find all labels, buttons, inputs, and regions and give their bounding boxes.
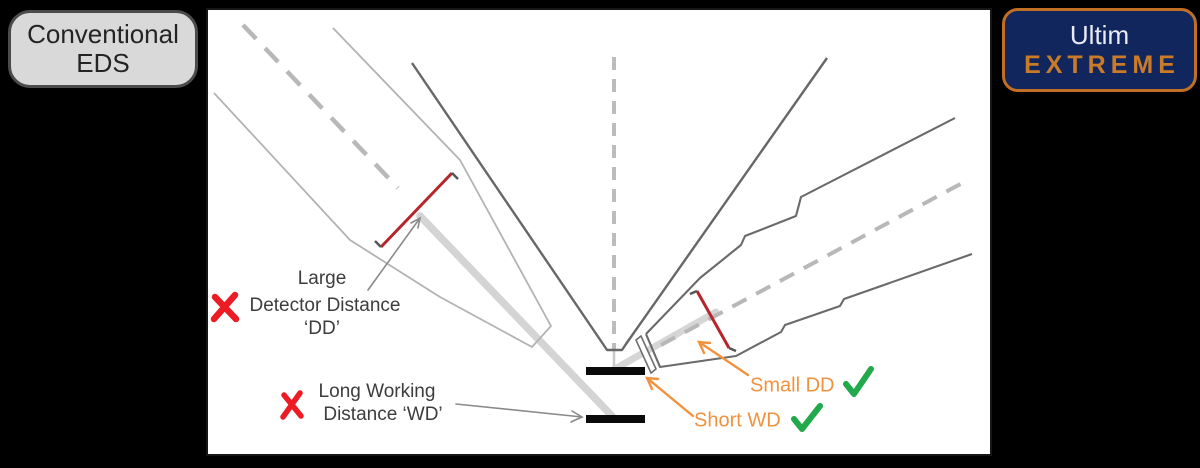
short-wd-label: Short WD [694, 409, 781, 432]
ultim-extreme-badge: Ultim EXTREME [1002, 8, 1197, 92]
conventional-eds-badge: Conventional EDS [8, 10, 198, 88]
large-dd-label-line3: ‘DD’ [304, 318, 340, 339]
ultim-detector-crystal [695, 290, 731, 349]
large-dd-label-line2: Detector Distance [249, 295, 401, 316]
crystal-end-tick [374, 240, 382, 248]
ultim-detector-outline [645, 117, 973, 369]
large-dd-label-line1: Large [297, 268, 347, 289]
long-wd-label-line2: Distance ‘WD’ [323, 404, 443, 425]
short-wd-arrow [645, 376, 695, 418]
conventional-detector-outline [213, 27, 552, 348]
crystal-end-tick [451, 172, 459, 180]
conventional-eds-badge-line1: Conventional [27, 18, 179, 49]
pole-piece-outline [411, 57, 828, 352]
sample-bar-long-wd [586, 415, 645, 423]
small-dd-arrow [697, 340, 750, 377]
sample-bar-short-wd [586, 367, 645, 375]
crystal-end-tick [689, 289, 698, 296]
small-dd-label: Small DD [750, 374, 835, 397]
large-dd-arrow [367, 216, 422, 291]
long-wd-label-line1: Long Working [318, 381, 436, 402]
conventional-detector-axis-dashed [241, 23, 400, 190]
small-dd-check-icon [843, 366, 874, 397]
ultim-extreme-badge-line2: EXTREME [1024, 50, 1180, 79]
conventional-line-of-sight-band [416, 212, 616, 420]
ultim-extreme-badge-line1: Ultim [1069, 19, 1130, 50]
large-dd-cross-icon [210, 291, 240, 323]
ultim-detector-axis-dashed [660, 179, 967, 347]
short-wd-check-icon [791, 403, 823, 432]
ultim-detector-window [635, 334, 657, 375]
long-wd-cross-icon [280, 390, 304, 420]
long-wd-arrow [455, 403, 584, 423]
crystal-end-tick [728, 346, 737, 353]
conventional-eds-badge-line2: EDS [76, 48, 130, 78]
conventional-detector-crystal [379, 171, 454, 249]
